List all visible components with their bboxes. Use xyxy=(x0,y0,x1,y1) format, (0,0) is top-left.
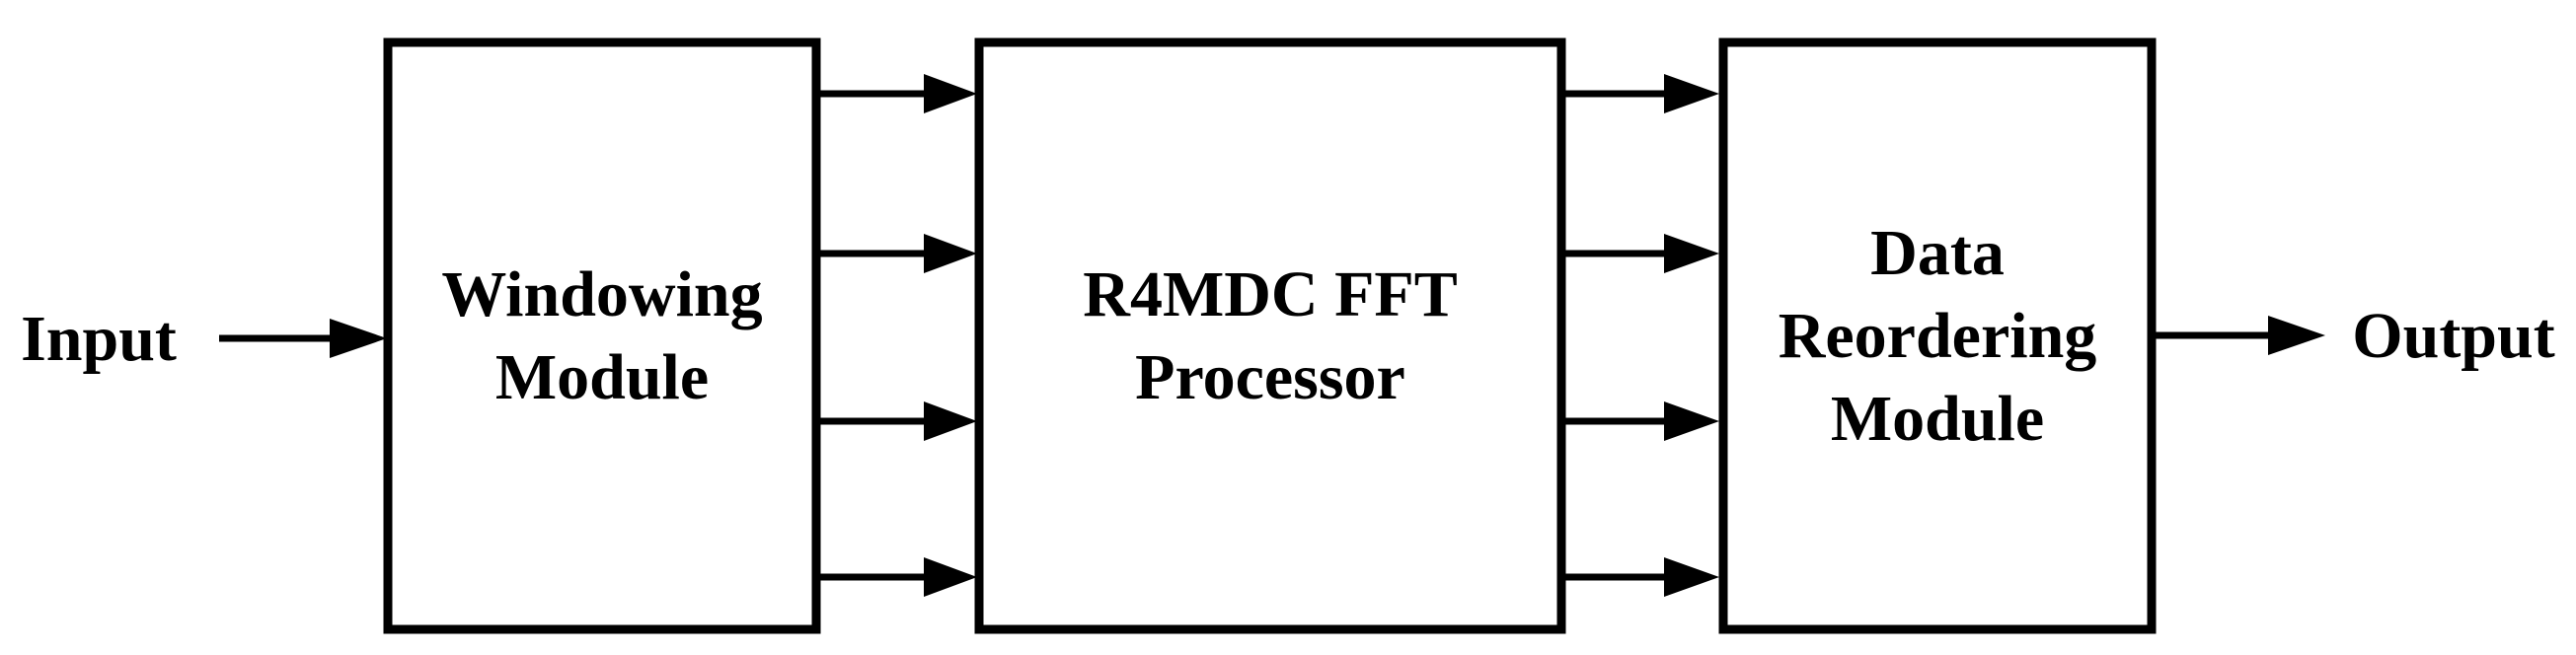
input-arrow xyxy=(219,319,387,358)
data-reordering-line-2: Reordering xyxy=(1779,300,2097,372)
input-label: Input xyxy=(21,303,177,375)
fft-processor-line-2: Processor xyxy=(1135,341,1405,413)
fft-to-reordering-arrow-1 xyxy=(1565,74,1719,113)
fft-to-reordering-arrow-3 xyxy=(1565,401,1719,441)
data-reordering-line-1: Data xyxy=(1870,217,2005,289)
windowing-to-fft-arrow-1 xyxy=(820,74,977,113)
windowing-to-fft-arrow-3 xyxy=(820,401,977,441)
fft-processor-block: R4MDC FFT Processor xyxy=(974,37,1566,634)
windowing-to-fft-arrow-2 xyxy=(820,234,977,273)
windowing-module-line-2: Module xyxy=(495,341,709,413)
data-reordering-module-block: Data Reordering Module xyxy=(1718,37,2157,634)
windowing-to-fft-arrow-4 xyxy=(820,557,977,597)
fft-to-reordering-arrow-4 xyxy=(1565,557,1719,597)
windowing-module-line-1: Windowing xyxy=(441,258,762,330)
data-reordering-line-3: Module xyxy=(1831,383,2044,455)
output-arrow xyxy=(2156,316,2325,355)
fft-to-reordering-arrows xyxy=(1565,74,1719,597)
fft-to-reordering-arrow-2 xyxy=(1565,234,1719,273)
fft-processor-line-1: R4MDC FFT xyxy=(1083,258,1457,330)
windowing-module-block: Windowing Module xyxy=(383,37,821,634)
output-label: Output xyxy=(2352,300,2554,372)
windowing-to-fft-arrows xyxy=(820,74,977,597)
